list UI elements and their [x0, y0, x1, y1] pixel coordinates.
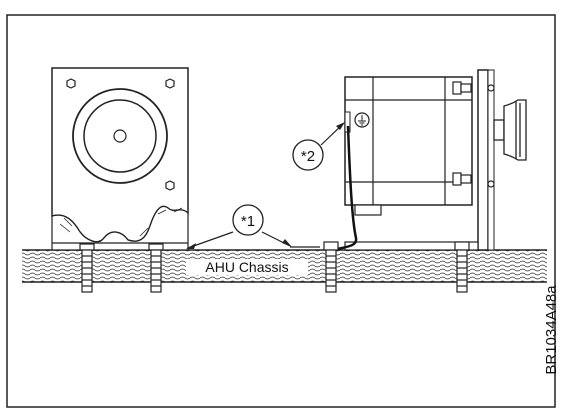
figure-frame — [6, 14, 556, 408]
bolt-icon — [148, 243, 164, 293]
left-housing — [51, 67, 189, 251]
bolt-icon — [454, 241, 470, 293]
bolt-icon — [323, 241, 339, 293]
callout-1-label: *1 — [241, 213, 255, 230]
hex-nut-icon — [66, 78, 76, 89]
hex-nut-icon — [165, 78, 175, 89]
motor — [331, 69, 527, 252]
chassis-label: AHU Chassis — [205, 259, 288, 275]
callout-1: *1 — [186, 204, 320, 249]
callout-2-label: *2 — [301, 148, 315, 165]
bolt-icon — [79, 243, 95, 293]
hex-nut-icon — [165, 180, 175, 191]
figure-id: BR1034A48a — [543, 285, 560, 375]
ground-wire — [331, 125, 358, 252]
callout-2: *2 — [292, 122, 345, 171]
ground-symbol-icon — [354, 112, 370, 128]
chassis-bolts — [79, 241, 470, 293]
